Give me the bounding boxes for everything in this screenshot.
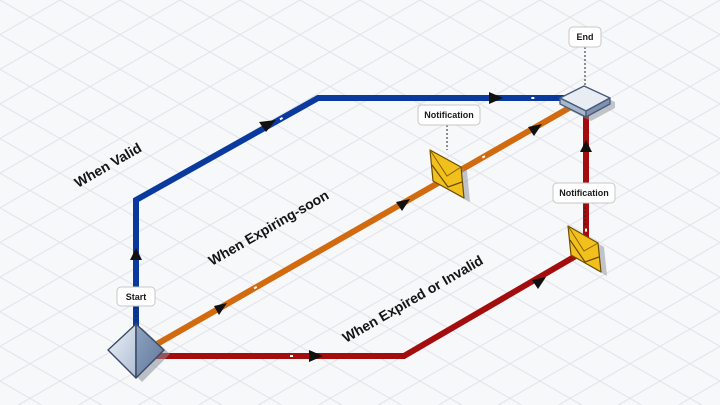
path-expiring [148,101,578,351]
arrow-right-icon [309,350,323,362]
notification-lower-label: Notification [559,188,609,198]
arrow-ne-icon [259,120,276,132]
arrow-up-icon [130,248,142,260]
path-expired [150,112,592,362]
arrow-right-icon [489,92,503,104]
notification-upper-callout: Notification [417,104,481,150]
arrow-ne-icon [214,303,227,315]
start-label: Start [126,292,147,302]
envelope-icon [567,225,607,276]
notification-upper-label: Notification [424,110,474,120]
envelope-icon [429,149,470,202]
notification-upper-node[interactable] [429,149,470,202]
diamond-start-icon [107,323,170,382]
notification-lower-node[interactable] [567,225,607,276]
start-callout: Start [116,286,156,322]
arrow-up-icon [580,140,592,152]
end-node[interactable] [559,85,615,121]
box-end-icon [559,85,615,121]
notification-lower-callout: Notification [552,182,616,226]
path-valid [130,92,576,346]
end-callout: End [568,26,602,86]
path-valid-line [133,95,576,346]
arrow-ne-icon [528,124,542,136]
path-expired-line [150,112,589,359]
end-label: End [577,32,594,42]
arrow-ne-icon [532,277,546,289]
start-node[interactable] [107,323,170,382]
arrow-ne-icon [396,199,410,211]
